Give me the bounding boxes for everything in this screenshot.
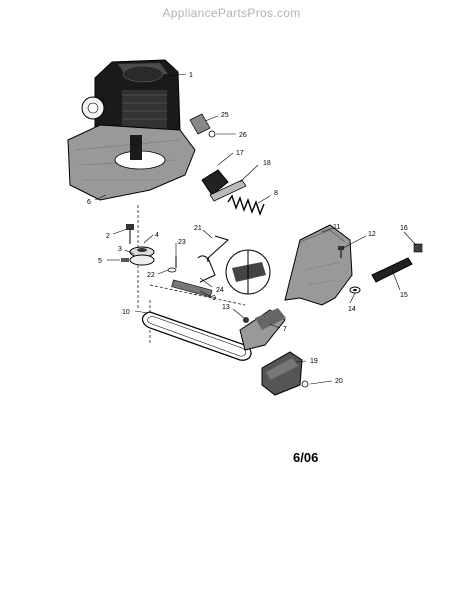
screw-part-5 (121, 258, 129, 262)
screw-part-12 (338, 246, 344, 258)
detail-inset (225, 249, 271, 295)
part-label-22: 22 (147, 272, 155, 279)
part-label-20: 20 (335, 378, 343, 385)
part-label-11: 11 (333, 224, 340, 231)
screw-part-26 (208, 130, 216, 138)
housing-part (67, 124, 196, 201)
bracket-part-17 (201, 169, 229, 196)
part-label-9: 9 (212, 295, 216, 302)
part-label-6: 6 (87, 199, 91, 206)
part-label-10: 10 (122, 309, 130, 316)
part-label-21: 21 (194, 225, 202, 232)
pulley-part (129, 246, 155, 266)
screw-part-20 (301, 380, 309, 388)
part-label-16: 16 (400, 225, 408, 232)
part-label-14: 14 (348, 306, 356, 313)
part-labels: 1 2 3 4 5 6 7 8 9 10 11 12 13 14 15 16 1… (87, 72, 408, 385)
part-label-25: 25 (221, 112, 229, 119)
part-label-13: 13 (222, 304, 230, 311)
part-label-5: 5 (98, 258, 102, 265)
belt-cover-part (261, 351, 303, 396)
part-label-12: 12 (368, 231, 376, 238)
belt-cover-bracket-part (239, 308, 286, 351)
date-code: 6/06 (293, 450, 318, 465)
part-label-26: 26 (239, 132, 247, 139)
washer-part-14 (349, 286, 361, 294)
part-label-24: 24 (216, 287, 224, 294)
control-rod-part (197, 235, 229, 283)
part-label-23: 23 (178, 239, 186, 246)
bolt-part-2 (126, 224, 134, 244)
part-label-1: 1 (189, 72, 193, 79)
part-label-15: 15 (400, 292, 408, 299)
part-label-3: 3 (118, 246, 122, 253)
part-label-7: 7 (283, 326, 287, 333)
pin-part (167, 256, 177, 273)
bolt-part-16 (413, 243, 423, 253)
nut-part (243, 317, 249, 323)
bracket-part-25 (189, 113, 211, 135)
chute-cover-part (284, 224, 353, 306)
belt-part (141, 311, 252, 361)
leader-lines (94, 73, 417, 385)
watermark: AppliancePartsPros.com (162, 6, 301, 20)
rod-part (171, 279, 213, 298)
spring-part (227, 194, 265, 217)
part-label-2: 2 (106, 233, 110, 240)
part-label-17: 17 (236, 150, 244, 157)
part-label-4: 4 (155, 232, 159, 239)
part-label-8: 8 (274, 190, 278, 197)
part-label-19: 19 (310, 358, 318, 365)
plate-part (209, 179, 247, 202)
part-label-18: 18 (263, 160, 271, 167)
